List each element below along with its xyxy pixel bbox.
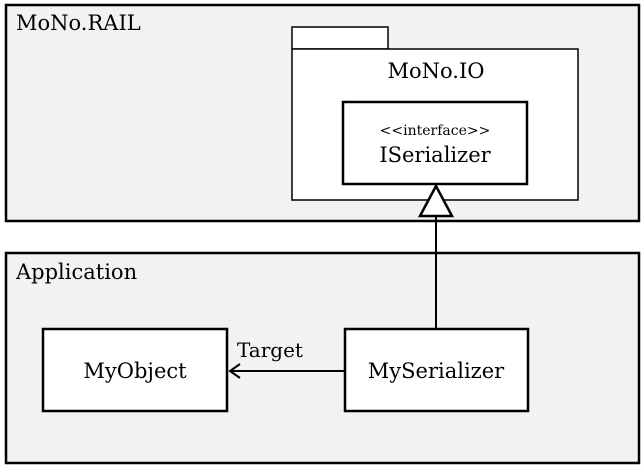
class-myserializer: MySerializer (343, 327, 530, 413)
class-myobject-box (41, 327, 229, 413)
class-myserializer-box (343, 327, 530, 413)
association-label: Target (237, 338, 303, 362)
package-mono-io-title: MoNo.IO (388, 59, 485, 83)
class-myobject-name: MyObject (83, 359, 187, 383)
interface-stereotype: <<interface>> (380, 123, 491, 139)
realization-arrowhead-icon (417, 183, 455, 218)
association-target: Target (228, 338, 345, 379)
interface-iserializer: <<interface>> ISerializer (341, 100, 529, 186)
package-mono-rail-title: MoNo.RAIL (16, 11, 141, 35)
package-application: Application (4, 251, 641, 465)
association-arrowhead-icon (228, 363, 241, 379)
realization-relation (417, 183, 455, 329)
class-myobject: MyObject (41, 327, 229, 413)
interface-iserializer-box (341, 100, 529, 186)
class-myserializer-name: MySerializer (368, 359, 505, 383)
package-mono-io-tab (291, 26, 389, 50)
package-application-title: Application (15, 260, 137, 284)
interface-iserializer-name: ISerializer (379, 143, 491, 167)
